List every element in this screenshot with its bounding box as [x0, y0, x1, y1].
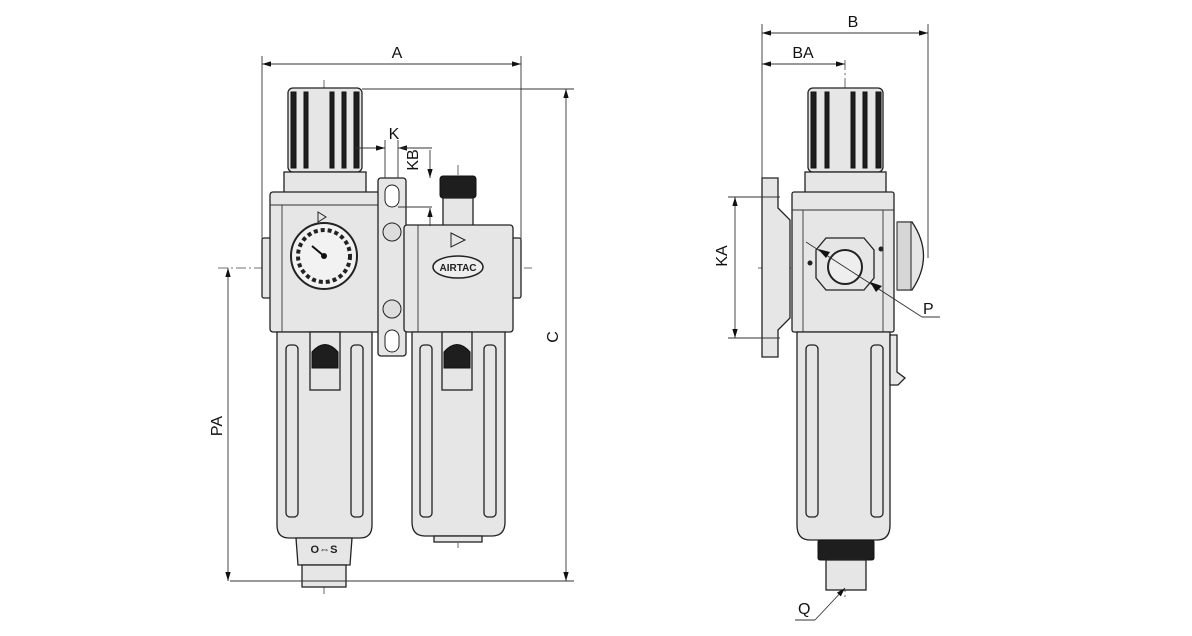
drain-marking: O⇔S [311, 544, 338, 556]
dimension-label-ba: BA [792, 45, 814, 62]
drain-nut [301, 564, 347, 588]
lubricator-bowl [411, 331, 506, 543]
drain-nut-side [825, 559, 867, 591]
filter-bowl: O⇔S [276, 331, 373, 588]
dimension-c: C [230, 88, 574, 582]
dimension-label-a: A [392, 45, 403, 62]
flow-arrow-icon [450, 232, 467, 248]
oil-adjust-knob [439, 175, 477, 199]
regulator-knob [283, 87, 367, 195]
dimension-ka: KA [714, 196, 780, 339]
dimension-b: B [761, 14, 929, 258]
brand-logo [432, 255, 484, 279]
dimension-label-kb: KB [405, 149, 422, 170]
callout-label-q: Q [798, 601, 810, 618]
filter-bowl-side [796, 331, 906, 591]
dimension-label-b: B [848, 14, 859, 31]
filter-regulator-body [261, 191, 381, 333]
front-view: AIRTAC O⇔S A [209, 45, 574, 596]
lubricator: AIRTAC [403, 175, 522, 333]
callout-label-p: P [923, 301, 934, 318]
callout-p: P [805, 241, 940, 318]
flow-arrow-icon [317, 211, 327, 223]
dimension-label-k: K [389, 126, 400, 143]
dimension-ba: BA [762, 45, 845, 67]
regulator-knob-side [804, 87, 887, 195]
side-view: B BA KA P Q [714, 14, 940, 621]
dimension-label-c: C [545, 331, 562, 343]
pressure-gauge [290, 222, 358, 290]
body-side [791, 191, 925, 333]
mounting-bracket [377, 177, 407, 357]
dimension-label-pa: PA [209, 416, 226, 436]
mounting-flange [761, 177, 791, 358]
dimension-kb: KB [398, 147, 433, 226]
callout-q: Q [795, 587, 846, 621]
dimension-pa: PA [209, 268, 231, 581]
dimension-a: A [261, 45, 522, 240]
brand-logo-text: AIRTAC [439, 263, 476, 274]
dimension-label-ka: KA [714, 245, 731, 267]
drain-valve [817, 539, 875, 561]
